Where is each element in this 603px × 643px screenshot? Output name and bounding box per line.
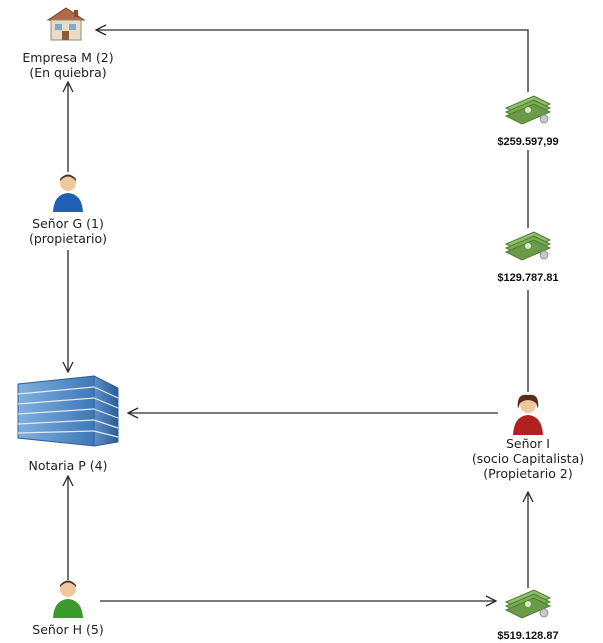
person-green-icon [53, 580, 83, 618]
amount-middle: $129.787.81 [497, 272, 559, 284]
empresa-status: (En quiebra) [29, 65, 107, 80]
amount-bottom: $519.128.87 [497, 630, 559, 642]
money-stack-icon [504, 589, 552, 619]
house-icon [46, 7, 86, 41]
person-red-icon [513, 394, 543, 435]
senor-i-role: (socio Capitalista) [471, 451, 585, 466]
person-blue-icon [53, 174, 83, 212]
money-stack-icon [504, 231, 552, 261]
senor-h-label: Señor H (5) [32, 622, 103, 637]
senor-g-role: (propietario) [28, 231, 108, 246]
senor-h-name: Señor H (5) [32, 622, 104, 637]
empresa-name: Empresa M (2) [22, 50, 114, 65]
money-stack-icon [504, 95, 552, 125]
notaria-name: Notaria P (4) [28, 458, 108, 473]
edge-money-to-empresa [96, 30, 529, 92]
office-building-icon [17, 375, 119, 447]
senor-i-name: Señor I [505, 436, 550, 451]
senor-g-name: Señor G (1) [32, 216, 104, 231]
amount-top: $259.597,99 [497, 136, 559, 148]
senor-g-label: Señor G (1) (propietario) [29, 216, 107, 246]
empresa-label: Empresa M (2) (En quiebra) [22, 50, 113, 80]
notaria-label: Notaria P (4) [28, 458, 107, 473]
senor-i-label: Señor I (socio Capitalista) (Propietario… [472, 436, 584, 481]
senor-i-role2: (Propietario 2) [483, 466, 573, 481]
connectors [68, 30, 528, 601]
